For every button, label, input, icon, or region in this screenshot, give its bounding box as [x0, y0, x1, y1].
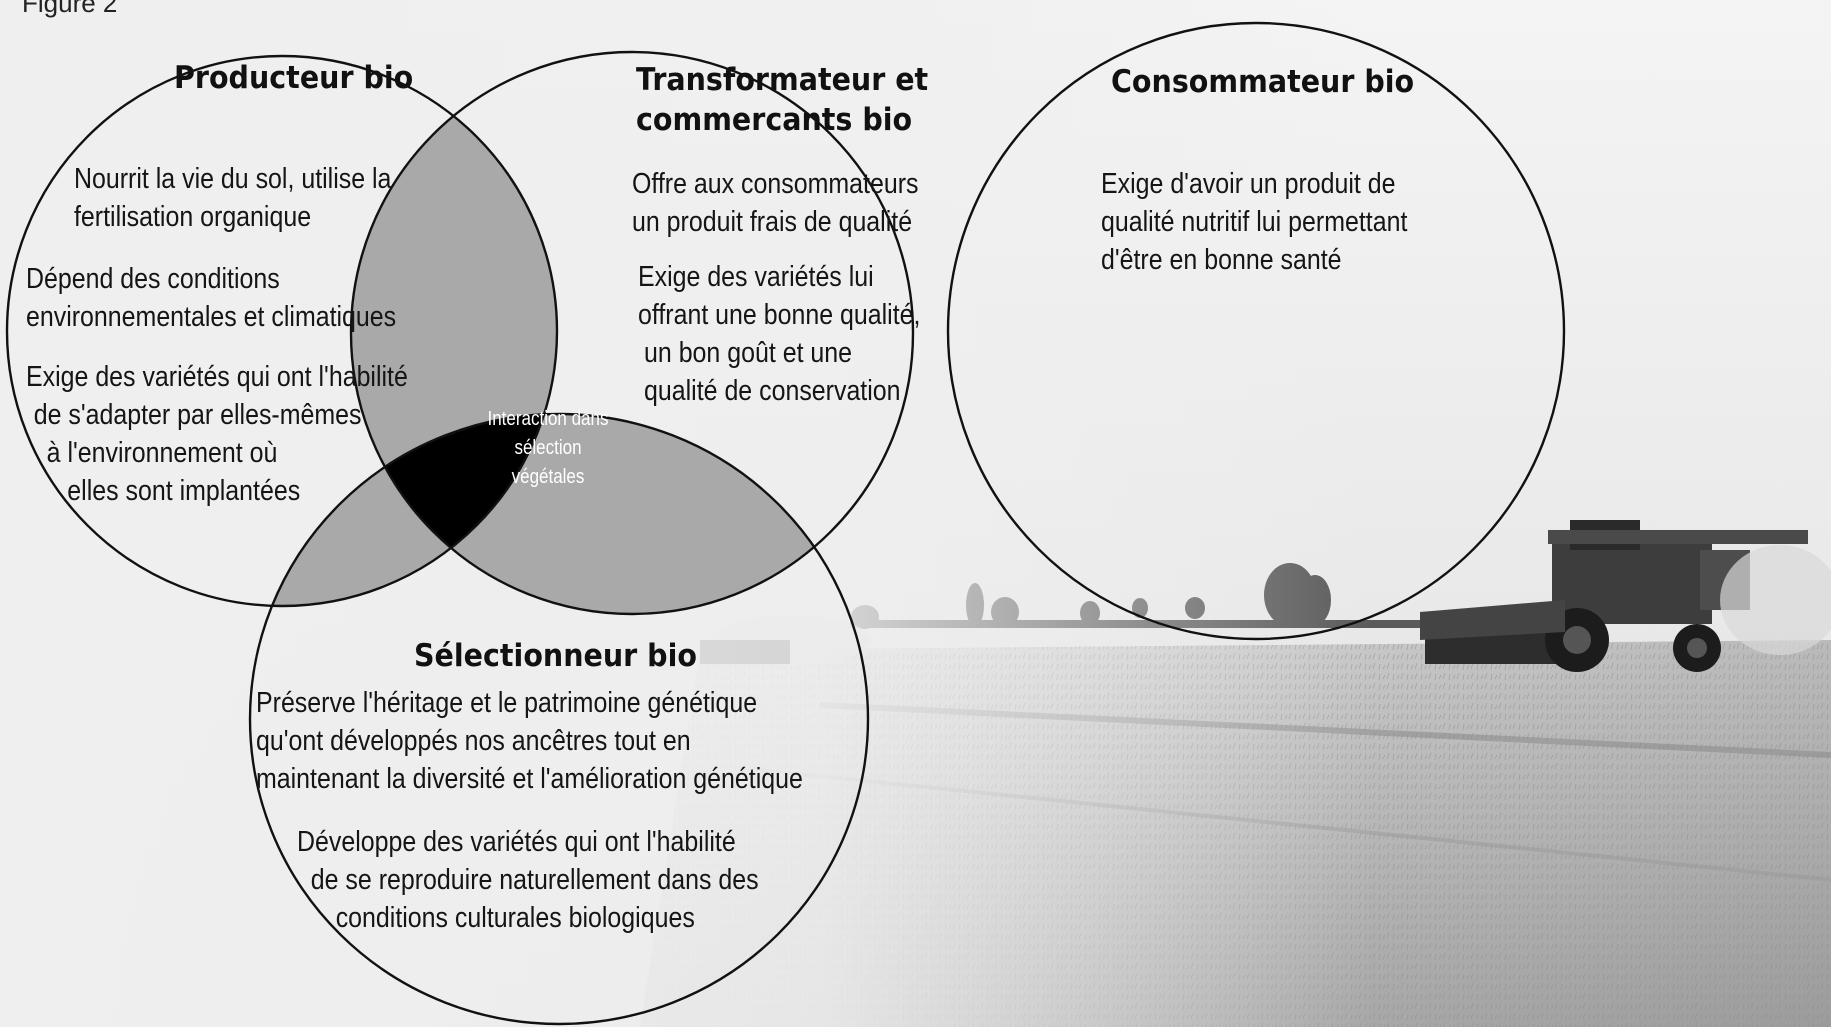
selectionneur-title: Sélectionneur bio	[414, 638, 697, 674]
producteur-point-1: Nourrit la vie du sol, utilise la fertil…	[74, 163, 392, 233]
center-interaction-label: Interaction dans sélection végétales	[487, 408, 609, 488]
producteur-point-3: Exige des variétés qui ont l'habilité de…	[26, 361, 408, 507]
selectionneur-point-2: Développe des variétés qui ont l'habilit…	[297, 826, 759, 934]
circle-selectionneur	[248, 412, 870, 1026]
circle-producteur	[5, 54, 559, 608]
figure-label: Figure 2	[22, 0, 118, 18]
producteur-title: Producteur bio	[174, 60, 414, 96]
circle-transformateur	[349, 50, 915, 616]
transformateur-point-2: Exige des variétés lui offrant une bonne…	[638, 261, 921, 407]
transformateur-title: Transformateur et commercants bio	[636, 62, 929, 138]
transformateur-point-1: Offre aux consommateurs un produit frais…	[632, 168, 919, 238]
selectionneur-point-1: Préserve l'héritage et le patrimoine gén…	[256, 687, 803, 795]
circle-consommateur	[946, 21, 1566, 641]
consommateur-title: Consommateur bio	[1111, 64, 1415, 100]
overlap-producteur-selectionneur	[250, 414, 557, 606]
consommateur-point-1: Exige d'avoir un produit de qualité nutr…	[1101, 168, 1408, 276]
producteur-point-2: Dépend des conditions environnementales …	[26, 263, 397, 333]
